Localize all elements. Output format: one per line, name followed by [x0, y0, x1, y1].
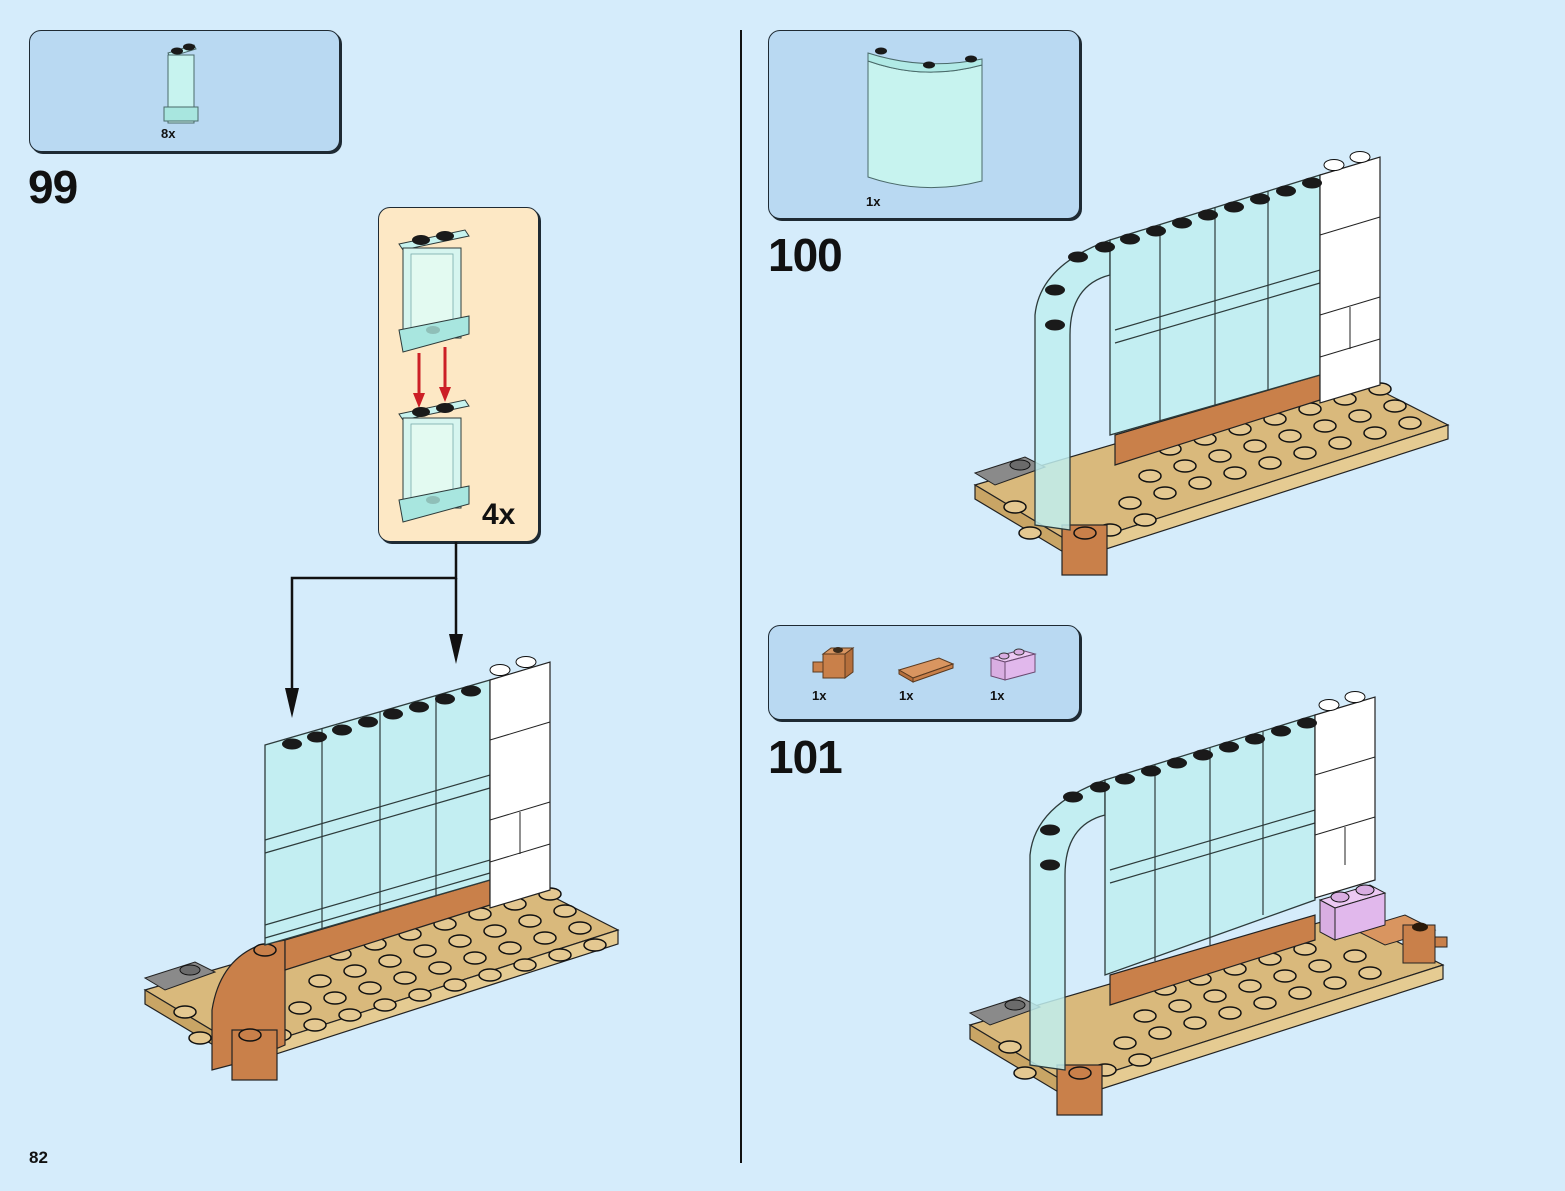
submodel-multiplier: 4x [482, 498, 516, 531]
part-quantity: 1x [866, 194, 881, 209]
step-number-99: 99 [28, 161, 78, 213]
part-quantity: 8x [161, 126, 176, 141]
submodel-callout: 4x [378, 207, 539, 542]
nougat-tile-part-image [897, 657, 955, 683]
step-99-model-illustration [143, 656, 620, 1081]
step-100-model-illustration [973, 151, 1450, 576]
curved-panel-part-image [867, 47, 983, 189]
step-99-parts-callout: 8x [29, 30, 340, 152]
part-quantity: 1x [812, 688, 827, 703]
step-101-model-illustration [968, 691, 1448, 1116]
part-quantity: 1x [990, 688, 1005, 703]
red-insertion-arrows [413, 347, 451, 408]
lavender-brick-part-image [989, 648, 1037, 681]
panel-lower-image [398, 399, 470, 523]
step-101-parts-callout: 1x 1x 1x [768, 625, 1080, 720]
page-divider [740, 30, 742, 1163]
step-number-101: 101 [768, 731, 843, 783]
nougat-clip-brick-part-image [812, 647, 855, 679]
step-number-100: 100 [768, 229, 843, 281]
panel-upper-image [398, 229, 470, 353]
trans-clear-panel-part-image [163, 43, 199, 124]
part-quantity: 1x [899, 688, 914, 703]
step-100-parts-callout: 1x [768, 30, 1080, 219]
page-number: 82 [29, 1148, 48, 1167]
